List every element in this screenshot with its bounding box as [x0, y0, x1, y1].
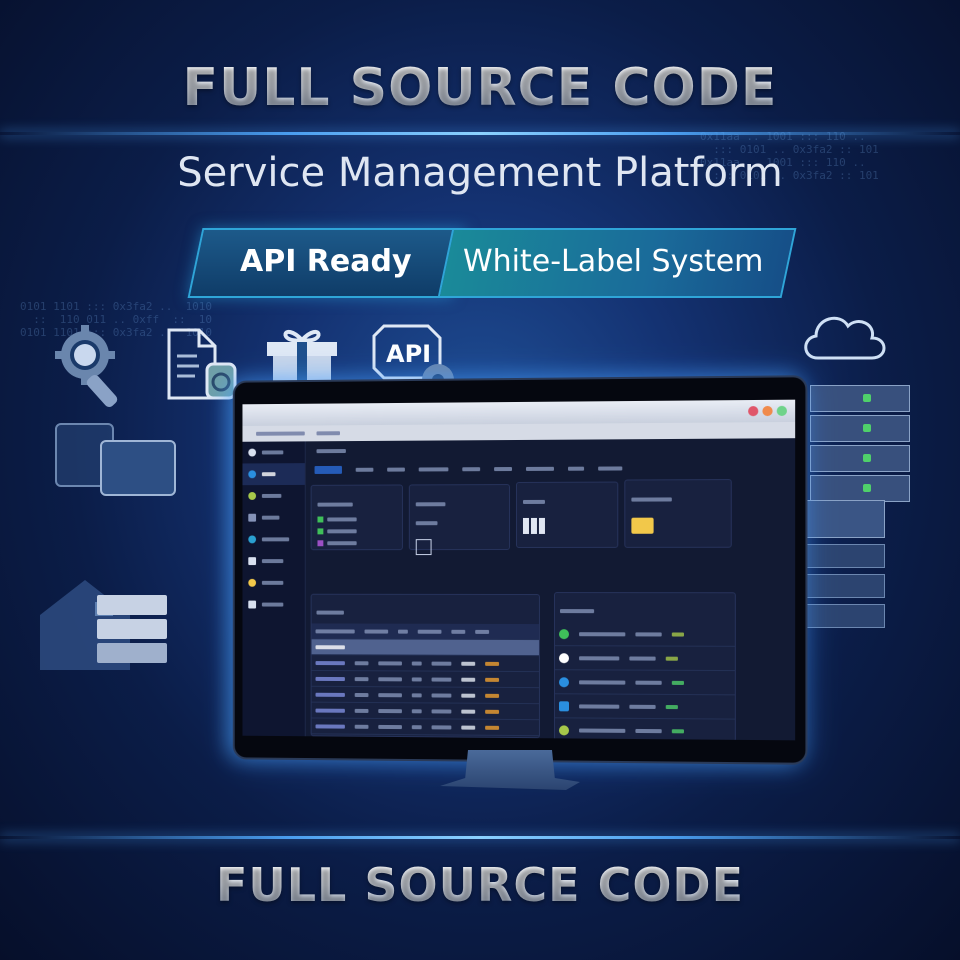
sidebar-item-active[interactable]	[242, 463, 305, 486]
service-list	[553, 592, 736, 741]
server-panels-icon	[800, 500, 885, 640]
maximize-dot[interactable]	[776, 405, 787, 417]
server-rack-icon	[810, 385, 910, 502]
table-row[interactable]	[311, 702, 539, 721]
stat-card	[516, 481, 619, 548]
sidebar-item[interactable]	[242, 485, 304, 507]
sidebar-item[interactable]	[242, 594, 304, 616]
list-item[interactable]	[554, 694, 735, 720]
close-dot[interactable]	[748, 406, 759, 417]
api-ready-label: API Ready	[240, 244, 412, 279]
nav-tab-active[interactable]	[314, 465, 342, 474]
page-subtitle: Service Management Platform	[177, 150, 783, 196]
nav-tab[interactable]	[568, 466, 585, 471]
dashboard-main	[310, 442, 787, 741]
nav-tab[interactable]	[355, 467, 374, 472]
svg-text:API: API	[386, 340, 431, 368]
table-row[interactable]	[311, 718, 539, 737]
table-row[interactable]	[311, 670, 539, 689]
white-label-label: White-Label System	[463, 244, 764, 279]
glow-divider	[0, 836, 960, 839]
minimize-dot[interactable]	[762, 405, 773, 417]
nav-tab[interactable]	[462, 467, 481, 472]
nav-tab[interactable]	[598, 466, 623, 471]
nav-tab[interactable]	[387, 467, 405, 472]
form-card-icon	[100, 440, 176, 496]
sidebar-item[interactable]	[242, 507, 304, 529]
list-item[interactable]	[554, 646, 735, 672]
sidebar-item[interactable]	[242, 550, 304, 572]
list-item[interactable]	[554, 670, 735, 696]
monitor	[232, 375, 808, 765]
browser-tab-bar	[242, 421, 796, 442]
stat-card	[310, 484, 403, 551]
server-stack-icon	[97, 595, 167, 665]
data-table	[310, 593, 540, 741]
sidebar-item[interactable]	[242, 572, 304, 594]
table-row-selected[interactable]	[311, 639, 539, 657]
nav-tab[interactable]	[525, 466, 554, 471]
nav-tab[interactable]	[418, 467, 449, 472]
table-row[interactable]	[311, 734, 539, 741]
list-item[interactable]	[554, 718, 735, 741]
document-badge-icon	[167, 328, 237, 400]
dashboard-screen	[242, 399, 796, 741]
nav-tab[interactable]	[494, 467, 513, 472]
feature-banner: API Ready White-Label System	[187, 228, 797, 298]
stat-card	[624, 479, 732, 548]
cloud-icon	[804, 316, 886, 360]
sidebar-item[interactable]	[242, 441, 304, 463]
footer-title: FULL SOURCE CODE	[0, 858, 960, 912]
page-title: FULL SOURCE CODE	[0, 58, 960, 118]
dashboard-heading	[316, 449, 346, 454]
table-row[interactable]	[311, 686, 539, 705]
list-item[interactable]	[554, 622, 735, 647]
stat-card	[408, 484, 511, 556]
sidebar-item[interactable]	[242, 528, 304, 550]
table-row[interactable]	[311, 655, 539, 673]
search-gear-icon	[55, 325, 118, 407]
dashboard-sidebar	[242, 441, 306, 737]
dashboard-nav	[311, 461, 787, 477]
glow-divider	[0, 132, 960, 135]
